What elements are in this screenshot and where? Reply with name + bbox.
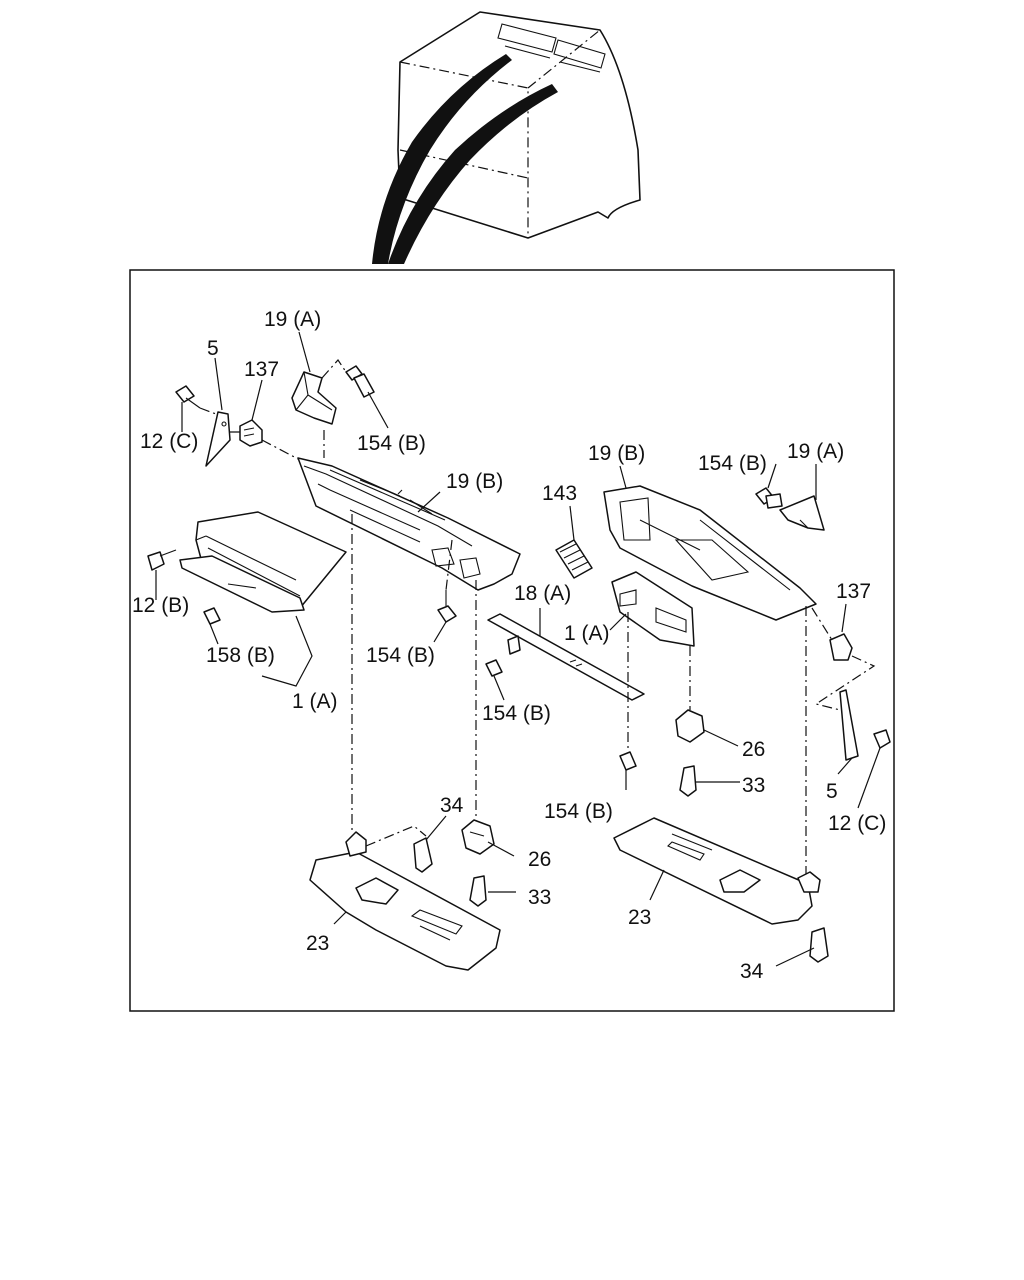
bracket-19a-right	[779, 495, 825, 531]
label-154b-mid: 154 (B)	[482, 702, 551, 725]
label-137-left: 137	[244, 358, 279, 381]
part-labels: 19 (A) 5 137 12 (C) 154 (B) 19 (B) 12 (B…	[132, 308, 886, 983]
bolt-154b-right	[755, 487, 783, 509]
label-33-right: 33	[742, 774, 765, 797]
label-154b-midleft: 154 (B)	[366, 644, 435, 667]
bolt-154b-low	[619, 751, 637, 771]
label-154b-top: 154 (B)	[357, 432, 426, 455]
screw-12b	[147, 549, 177, 571]
label-34-left: 34	[440, 794, 464, 817]
label-23-right: 23	[628, 906, 651, 929]
clip-137-right	[829, 633, 853, 661]
label-12b: 12 (B)	[132, 594, 189, 617]
label-154b-low: 154 (B)	[544, 800, 613, 823]
rail-18a	[487, 613, 645, 701]
label-19b-right: 19 (B)	[588, 442, 645, 465]
label-19a-left: 19 (A)	[264, 308, 321, 331]
screw-12c-right	[873, 729, 891, 749]
grille-143	[555, 539, 593, 579]
trim-strip-5-right	[839, 689, 859, 761]
hook-26-right	[675, 709, 705, 743]
label-18a: 18 (A)	[514, 582, 571, 605]
glovebox-lid-left	[179, 511, 347, 613]
label-158b: 158 (B)	[206, 644, 275, 667]
bolt-154b-midleft	[437, 590, 457, 623]
trim-strip-5-left	[205, 411, 231, 467]
sun-visor-23-right	[613, 817, 813, 925]
bracket-19b-right	[603, 485, 817, 621]
label-23-left: 23	[306, 932, 329, 955]
leader-lines	[155, 331, 881, 967]
label-137-right: 137	[836, 580, 871, 603]
bracket-19b-left	[297, 457, 521, 591]
diagram-frame	[129, 269, 895, 1012]
clip-158b	[203, 607, 221, 625]
label-1a-left: 1 (A)	[292, 690, 338, 713]
holder-34-left	[345, 825, 433, 873]
locator-arrow	[372, 54, 558, 264]
label-26-right: 26	[742, 738, 765, 761]
label-5-right: 5	[826, 780, 838, 803]
label-19b-mid: 19 (B)	[446, 470, 503, 493]
screw-33-right	[679, 765, 697, 797]
hook-26-left	[461, 819, 495, 855]
label-12c-left: 12 (C)	[140, 430, 198, 453]
holder-34-right	[797, 871, 829, 963]
label-34-right: 34	[740, 960, 764, 983]
screw-33-left	[469, 875, 487, 907]
label-12c-right: 12 (C)	[828, 812, 886, 835]
garnish-1a-right	[611, 571, 695, 647]
label-1a-right: 1 (A)	[564, 622, 610, 645]
sun-visor-23-left	[309, 851, 501, 971]
label-5-left: 5	[207, 337, 219, 360]
label-154b-right: 154 (B)	[698, 452, 767, 475]
bolt-154b-mid	[485, 659, 503, 677]
label-33-left: 33	[528, 886, 551, 909]
label-143: 143	[542, 482, 577, 505]
screw-12c-left	[175, 385, 201, 409]
label-26-left: 26	[528, 848, 551, 871]
clip-137-left	[239, 419, 263, 447]
bolt-154b-top	[345, 365, 375, 398]
bracket-19a-left	[291, 371, 337, 425]
label-19a-right: 19 (A)	[787, 440, 844, 463]
